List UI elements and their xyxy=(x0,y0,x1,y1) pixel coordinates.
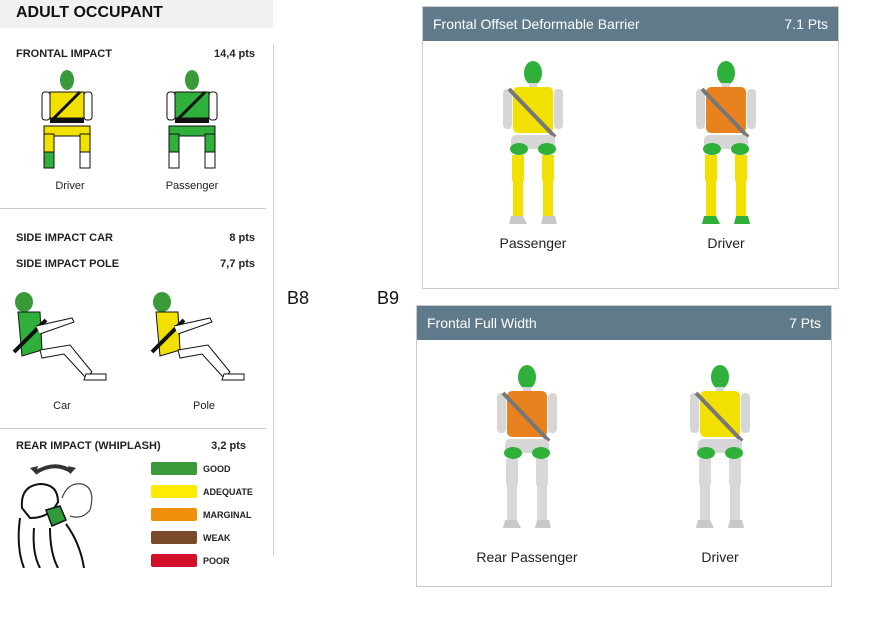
side-pole-dummy-icon xyxy=(150,292,245,381)
marker-b8: B8 xyxy=(287,288,310,308)
divider xyxy=(0,208,266,209)
side-impact-car-title: SIDE IMPACT CAR xyxy=(16,232,113,244)
legend-swatch xyxy=(151,531,197,544)
driver-label: Driver xyxy=(701,549,739,565)
side-impact-pole-points: 7,7 pts xyxy=(220,258,255,270)
frontal-impact-title: FRONTAL IMPACT xyxy=(16,48,112,60)
card-frontal-full-width: Frontal Full Width 7 Pts Rear Passenger D… xyxy=(416,305,832,587)
passenger-label: Passenger xyxy=(165,180,219,192)
card-frontal-offset: Frontal Offset Deformable Barrier 7.1 Pts… xyxy=(422,6,839,289)
legend-label: WEAK xyxy=(203,533,231,543)
legend-swatch xyxy=(151,485,197,498)
card-points: 7 Pts xyxy=(789,315,821,331)
driver-label: Driver xyxy=(55,180,85,192)
card-title: Frontal Full Width xyxy=(427,315,537,331)
card-title: Frontal Offset Deformable Barrier xyxy=(433,16,640,32)
driver-dummy-icon xyxy=(696,61,756,224)
card-header: Frontal Offset Deformable Barrier 7.1 Pts xyxy=(423,7,838,41)
frontal-impact-points: 14,4 pts xyxy=(214,48,255,60)
side-impact-pole-title: SIDE IMPACT POLE xyxy=(16,258,120,270)
pole-label: Pole xyxy=(192,400,216,412)
rear-passenger-dummy-icon xyxy=(497,365,557,528)
legend-swatch xyxy=(151,462,197,475)
marker-b9: B9 xyxy=(377,288,400,308)
driver-dummy-icon xyxy=(41,70,93,169)
passenger-dummy-icon xyxy=(166,70,218,169)
legend-label: GOOD xyxy=(203,464,231,474)
side-impact-car-points: 8 pts xyxy=(229,232,255,244)
legend-label: ADEQUATE xyxy=(203,487,253,497)
card-header: Frontal Full Width 7 Pts xyxy=(417,306,831,340)
divider xyxy=(0,428,266,429)
rear-impact-points: 3,2 pts xyxy=(211,440,246,452)
driver-dummy-icon xyxy=(690,365,750,528)
rear-impact-title: REAR IMPACT (WHIPLASH) xyxy=(16,440,161,452)
section-title: ADULT OCCUPANT xyxy=(16,4,163,21)
card-points: 7.1 Pts xyxy=(784,16,828,32)
side-car-dummy-icon xyxy=(12,292,107,381)
legend-swatch xyxy=(151,508,197,521)
car-label: Car xyxy=(53,400,71,412)
driver-label: Driver xyxy=(707,235,745,251)
whiplash-head-icon xyxy=(17,464,93,568)
passenger-label: Passenger xyxy=(499,235,567,251)
divider xyxy=(273,45,274,555)
legend-label: MARGINAL xyxy=(203,510,252,520)
section-header: ADULT OCCUPANT xyxy=(0,0,273,28)
legend-label: POOR xyxy=(203,556,230,566)
passenger-dummy-icon xyxy=(503,61,563,224)
rear-passenger-label: Rear Passenger xyxy=(476,549,578,565)
legend-swatch xyxy=(151,554,197,567)
